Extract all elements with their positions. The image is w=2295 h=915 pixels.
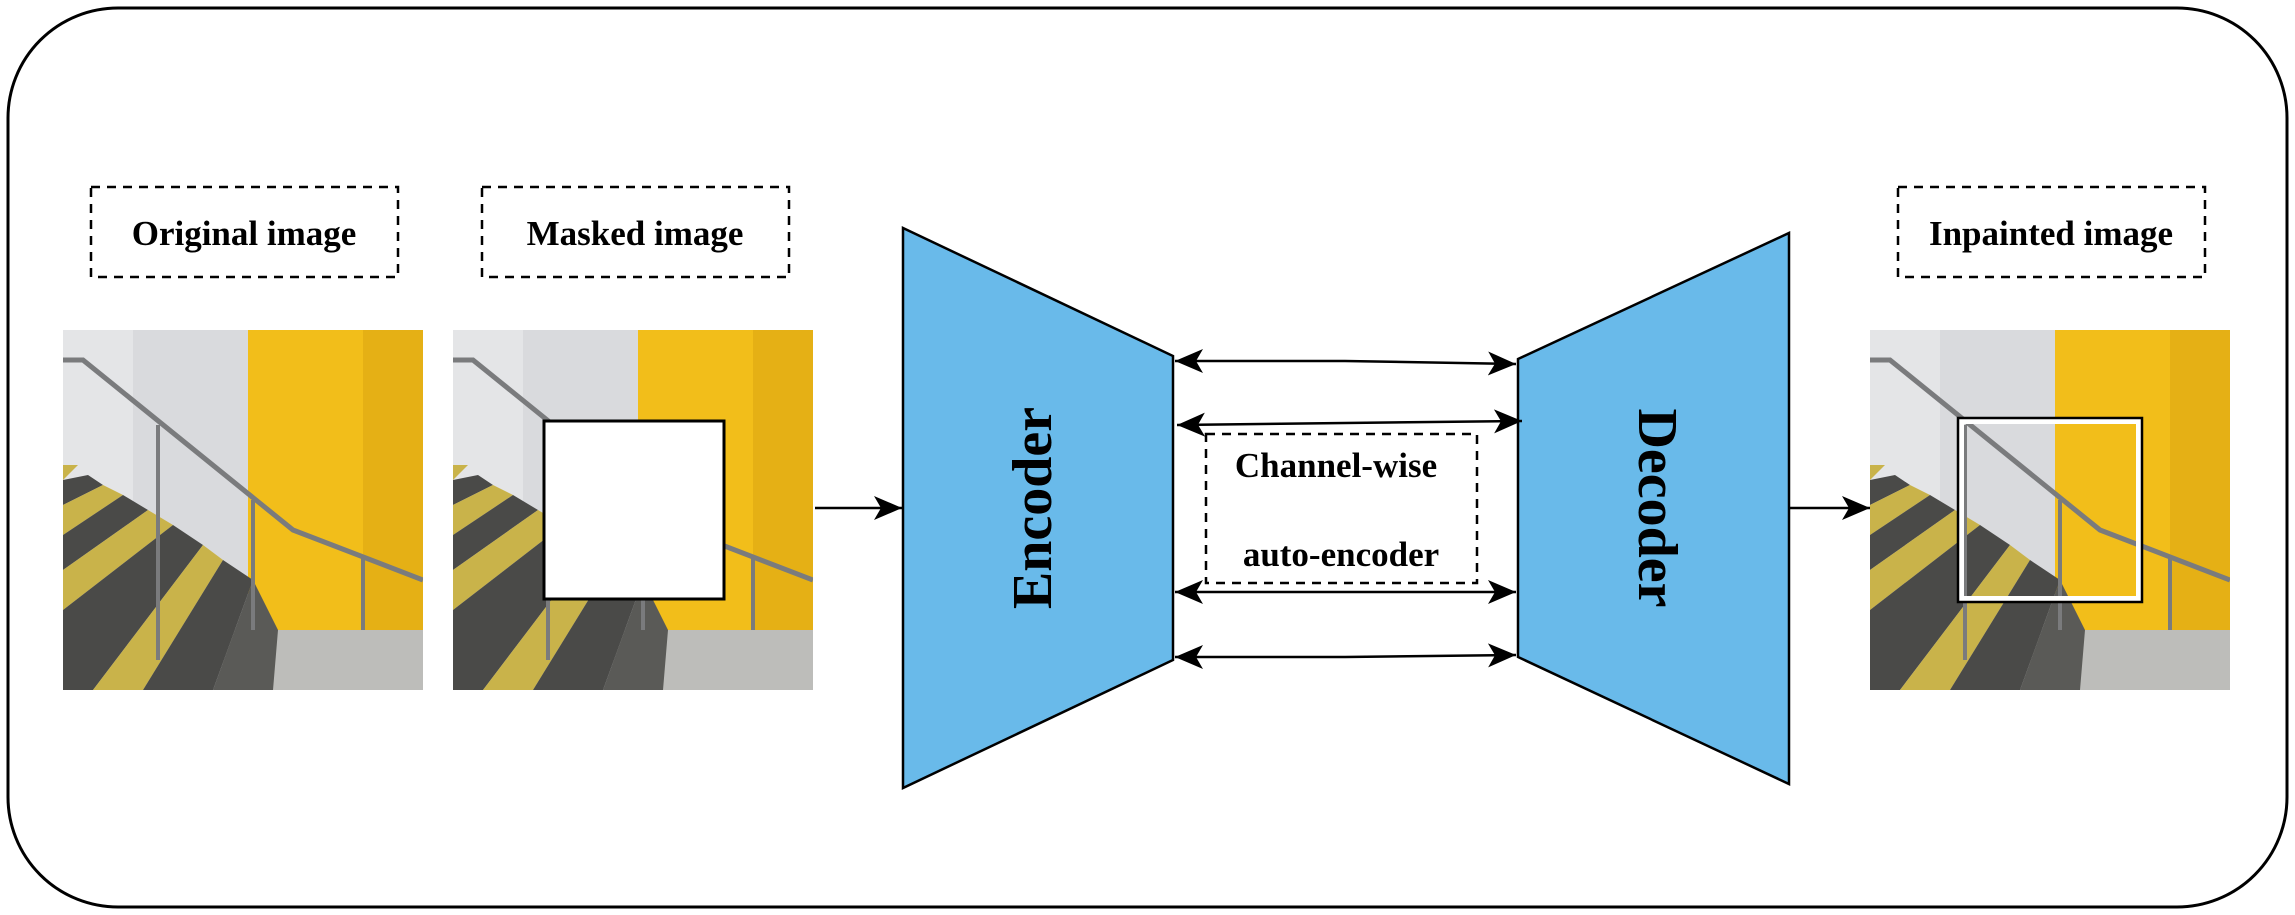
double-arrow-icon <box>1175 349 1517 376</box>
original-image-text: Original image <box>132 214 357 253</box>
masked-image <box>453 330 813 690</box>
double-arrow-icon <box>1176 409 1523 437</box>
auto-encoder-text: auto-encoder <box>1243 535 1439 574</box>
channel-wise-autoencoder: Channel-wise auto-encoder <box>1204 432 1479 585</box>
encoder-label: Encoder <box>1002 407 1064 609</box>
inpainted-image-text: Inpainted image <box>1929 214 2173 253</box>
original-image <box>63 330 423 690</box>
skip-connections <box>1175 349 1523 669</box>
mask-square <box>542 419 726 601</box>
encoder-block: Encoder <box>901 226 1175 790</box>
inpainted-image <box>1870 330 2230 690</box>
double-arrow-icon <box>1175 643 1517 669</box>
inpainted-image-label: Inpainted image <box>1896 185 2207 279</box>
original-image-label: Original image <box>89 185 400 279</box>
inpainted-region-box <box>1958 418 2142 602</box>
masked-image-text: Masked image <box>527 214 744 253</box>
channel-wise-text: Channel-wise <box>1235 446 1437 485</box>
decoder-block: Decoder <box>1516 231 1791 786</box>
masked-image-label: Masked image <box>480 185 791 279</box>
decoder-label: Decoder <box>1626 408 1688 607</box>
